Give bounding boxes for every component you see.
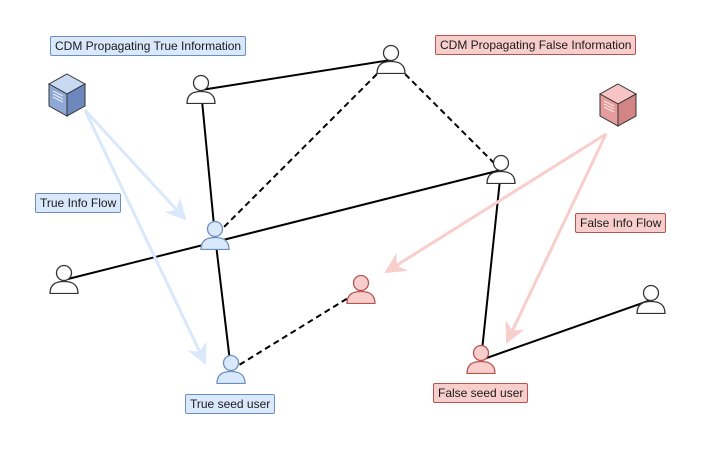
flows-layer bbox=[83, 108, 608, 365]
edge-solid bbox=[480, 299, 652, 361]
true-seed-label: True seed user bbox=[185, 394, 276, 414]
edge-solid bbox=[200, 59, 392, 91]
edge-dashed bbox=[390, 59, 502, 171]
edge-solid bbox=[214, 235, 232, 371]
edge-solid bbox=[63, 169, 502, 281]
true-user-icon bbox=[216, 354, 246, 384]
edge-dashed bbox=[214, 59, 392, 237]
cdm-false-server-cube-icon bbox=[598, 83, 638, 127]
neutral-user-icon bbox=[49, 264, 79, 294]
cdm-true-label: CDM Propagating True Information bbox=[50, 36, 247, 56]
cdm-true-server-cube-icon bbox=[47, 73, 87, 117]
edge-solid bbox=[480, 169, 502, 361]
edge-dashed bbox=[230, 289, 362, 371]
edges-layer bbox=[63, 59, 652, 371]
neutral-user-icon bbox=[636, 284, 666, 314]
true-flow-label: True Info Flow bbox=[35, 193, 122, 213]
nodes-layer bbox=[49, 44, 666, 384]
false-flow-label: False Info Flow bbox=[575, 213, 667, 233]
false-seed-label: False seed user bbox=[433, 383, 529, 403]
false-user-icon bbox=[466, 344, 496, 374]
edge-solid bbox=[200, 89, 216, 237]
false-user-icon bbox=[346, 274, 376, 304]
cdm-false-label: CDM Propagating False Information bbox=[435, 35, 637, 55]
false-info-flow-arrow bbox=[505, 133, 608, 344]
neutral-user-icon bbox=[186, 74, 216, 104]
true-info-flow-arrow bbox=[83, 108, 187, 221]
neutral-user-icon bbox=[376, 44, 406, 74]
true-info-flow-arrow bbox=[83, 109, 207, 365]
false-info-flow-arrow bbox=[384, 132, 607, 274]
